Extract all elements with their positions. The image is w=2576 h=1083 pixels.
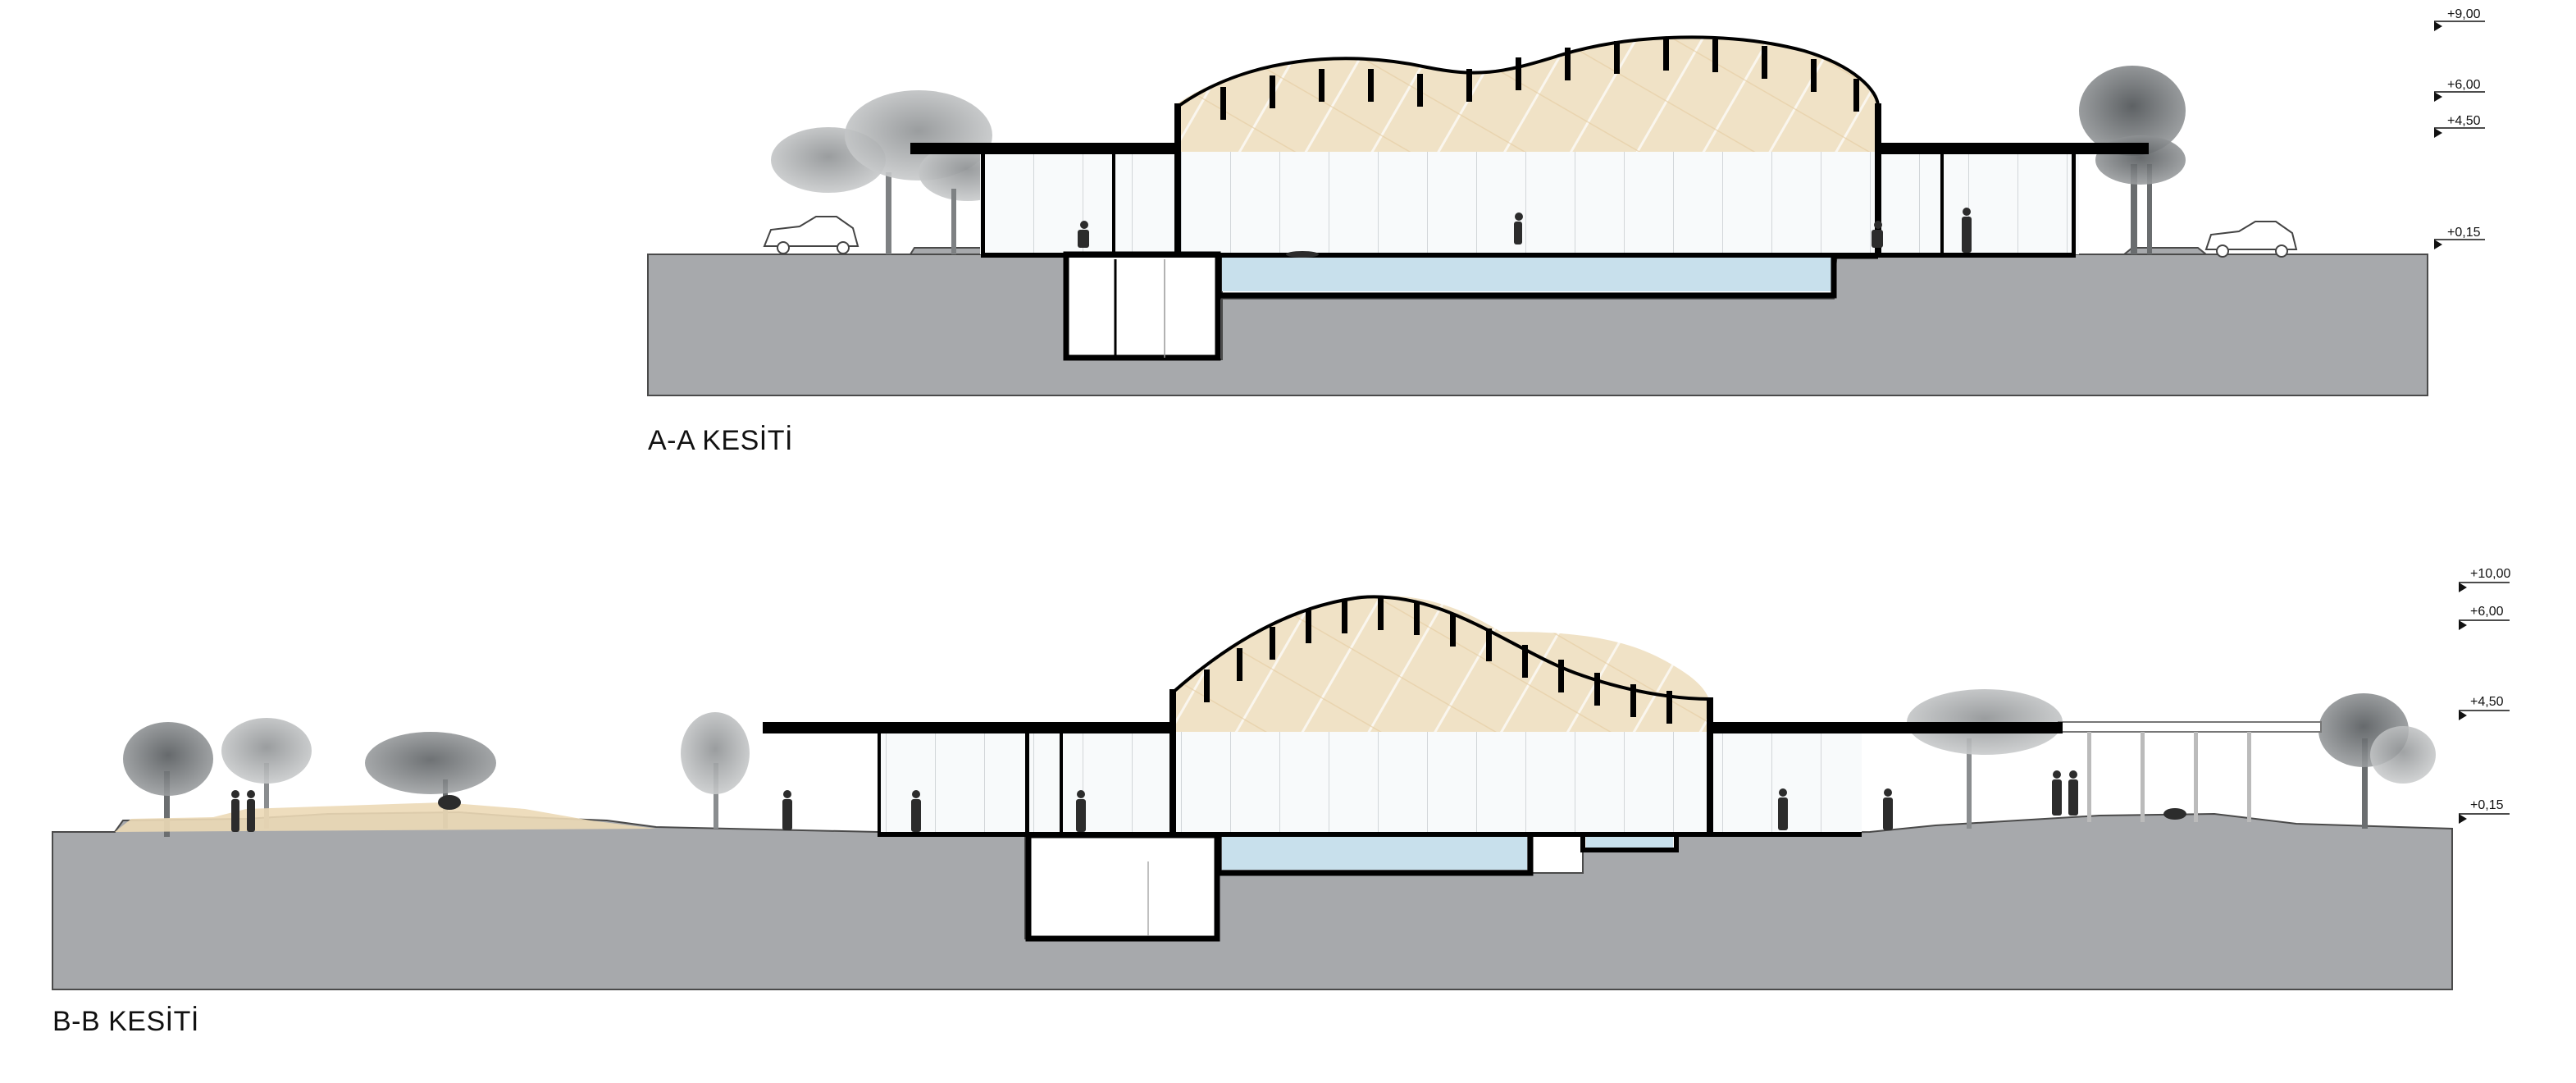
level-marker: +4,50 <box>2434 114 2485 138</box>
roof-rafters <box>1204 597 1672 724</box>
level-marker: +0,15 <box>2434 226 2485 249</box>
level-label: +4,50 <box>2447 114 2481 128</box>
level-label: +6,00 <box>2470 605 2504 619</box>
car-left <box>763 216 859 254</box>
pool <box>1222 254 1833 291</box>
roof-slab-right <box>1710 722 2063 733</box>
pergola <box>2058 721 2322 822</box>
level-marker: +10,00 <box>2459 567 2510 592</box>
section-a-drawing: +9,00 +6,00 +4,50 +0,15 A-A KESİTİ <box>647 7 2485 456</box>
timber-terraces <box>115 802 656 832</box>
level-label: +0,15 <box>2447 226 2481 240</box>
roof-slab-left <box>763 722 1173 733</box>
people-section-a <box>1078 208 1972 258</box>
level-label: +10,00 <box>2470 567 2510 581</box>
level-label: +0,15 <box>2470 798 2504 812</box>
level-marker: +0,15 <box>2459 798 2510 824</box>
interior-glazing <box>980 152 2079 254</box>
level-marker: +6,00 <box>2434 78 2485 102</box>
level-marker: +6,00 <box>2459 605 2510 630</box>
tree-cluster-right <box>1907 689 2436 829</box>
level-marker: +4,50 <box>2459 695 2510 720</box>
level-label: +4,50 <box>2470 695 2504 709</box>
section-b-title: B-B KESİTİ <box>52 1006 199 1037</box>
pool-main <box>1222 835 1527 870</box>
car-right <box>2204 221 2298 258</box>
level-label: +6,00 <box>2447 78 2481 92</box>
roof-slab-right <box>1878 143 2149 154</box>
roof-canopy <box>1173 596 1710 732</box>
pool-small <box>1586 835 1673 848</box>
section-a-title: A-A KESİTİ <box>648 425 793 456</box>
roof-rafters <box>1220 38 1859 120</box>
level-markers-b: +10,00 +6,00 +4,50 +0,15 <box>2459 567 2510 824</box>
interior-glazing <box>878 732 1862 835</box>
basement-room <box>1063 251 1221 361</box>
level-label: +9,00 <box>2447 7 2481 21</box>
section-b-drawing: +10,00 +6,00 +4,50 +0,15 B-B KESİTİ <box>52 567 2510 1037</box>
people-section-b <box>231 770 2186 832</box>
basement-room <box>1025 832 1220 942</box>
tree-right <box>2079 66 2186 254</box>
roof-slab-left <box>910 143 1178 154</box>
tree-cluster-left <box>123 712 750 837</box>
roof-canopy <box>1178 37 1878 153</box>
level-marker: +9,00 <box>2434 7 2485 31</box>
level-markers-a: +9,00 +6,00 +4,50 +0,15 <box>2434 7 2485 249</box>
